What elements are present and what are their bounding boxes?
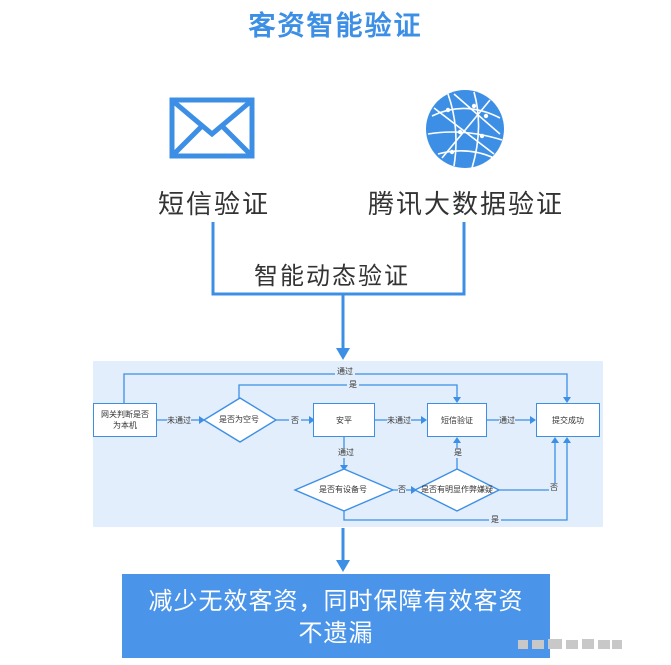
decision-device-label: 是否有设备号 bbox=[319, 485, 367, 494]
sms-verification-label: 短信验证 bbox=[158, 190, 271, 220]
edge-label-passed-1: 通过 bbox=[499, 416, 515, 426]
edge-label-passed-2: 通过 bbox=[338, 448, 354, 458]
decision-device-number bbox=[293, 468, 395, 512]
edge-label-no-3: 否 bbox=[549, 483, 559, 493]
result-banner: 减少无效客资，同时保障有效客资 不遗漏 bbox=[122, 574, 550, 658]
edge-label-passed-top: 通过 bbox=[335, 367, 355, 377]
edge-label-no-1: 否 bbox=[289, 416, 301, 426]
node-sms-verify: 短信验证 bbox=[427, 403, 487, 437]
decision-empty-label: 是否为空号 bbox=[219, 415, 259, 424]
decision-obvious-fraud bbox=[413, 468, 501, 512]
page-title: 客资智能验证 bbox=[248, 11, 423, 42]
edge-label-not-passed-1: 未通过 bbox=[167, 416, 191, 426]
flowchart-panel: 网关判断是否为本机 安平 短信验证 提交成功 是否为空号 是否有设备号 是否有明… bbox=[93, 361, 603, 527]
edge-label-yes-bottom: 是 bbox=[489, 515, 501, 525]
flowchart-lines bbox=[123, 373, 571, 521]
node-anping: 安平 bbox=[313, 403, 375, 437]
result-line-2: 不遗漏 bbox=[298, 619, 374, 647]
decision-fraud-label: 是否有明显作弊嫌疑 bbox=[421, 485, 493, 494]
edge-label-yes-mid: 是 bbox=[453, 448, 463, 458]
result-line-1: 减少无效客资，同时保障有效客资 bbox=[148, 587, 524, 615]
edge-label-yes-top: 是 bbox=[347, 380, 359, 390]
node-submit-success: 提交成功 bbox=[536, 403, 600, 437]
node-gateway: 网关判断是否为本机 bbox=[93, 403, 157, 437]
tencent-bigdata-label: 腾讯大数据验证 bbox=[368, 190, 565, 220]
globe-network-icon bbox=[426, 90, 504, 169]
blurred-watermark bbox=[518, 639, 622, 649]
dynamic-verification-label: 智能动态验证 bbox=[254, 262, 410, 290]
envelope-icon bbox=[169, 97, 255, 159]
edge-label-not-passed-2: 未通过 bbox=[387, 416, 411, 426]
edge-label-no-2: 否 bbox=[398, 485, 406, 495]
decision-empty-number bbox=[202, 397, 278, 443]
